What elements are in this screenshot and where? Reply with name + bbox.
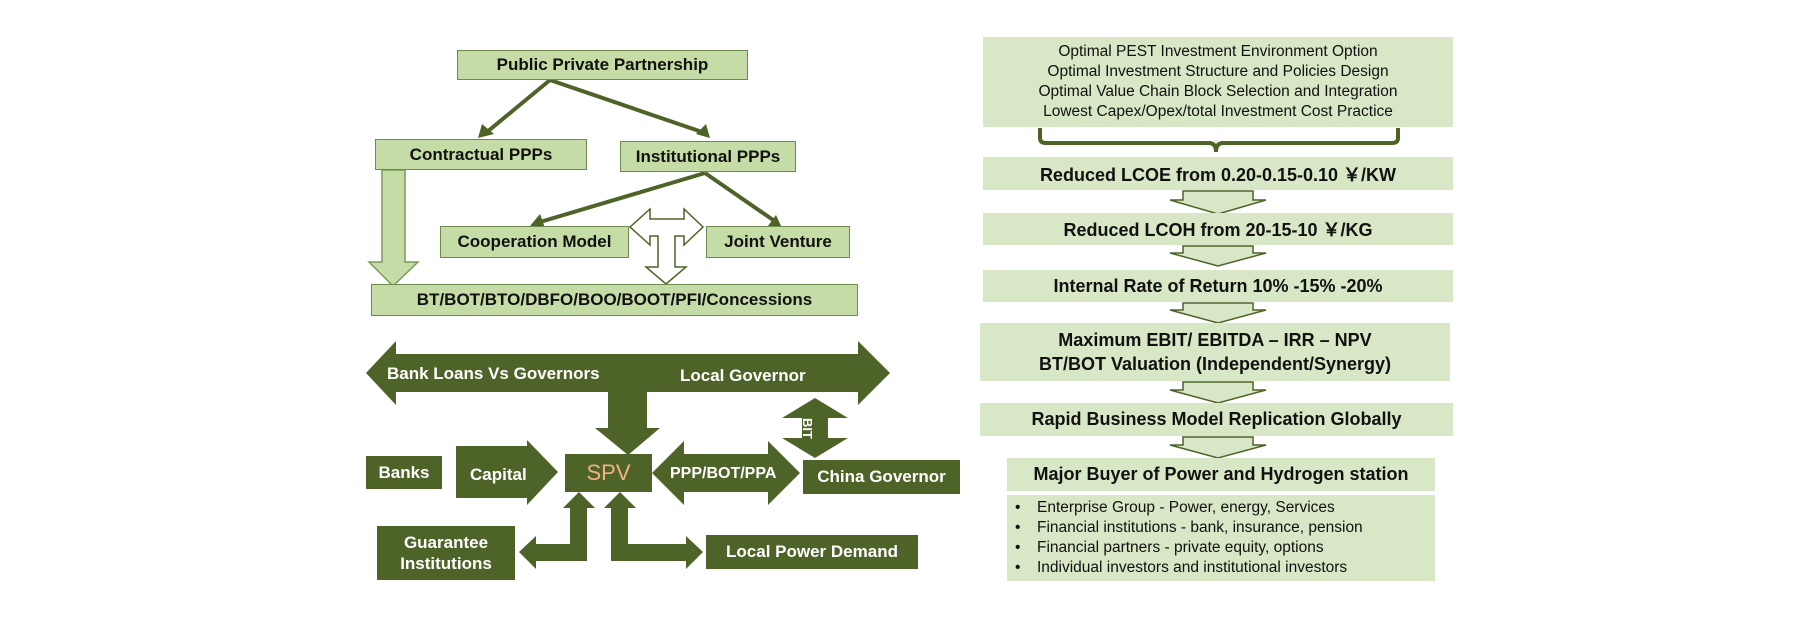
connector-ppp-contractual — [485, 78, 552, 134]
buyer-label: Major Buyer of Power and Hydrogen statio… — [1033, 464, 1409, 484]
list-item-text: Enterprise Group - Power, energy, Servic… — [1037, 499, 1335, 516]
capital-label: Capital — [470, 465, 527, 484]
lcoe-box: Reduced LCOE from 0.20-0.15-0.10 ￥/KW — [983, 157, 1453, 190]
optimal-line-3: Optimal Value Chain Block Selection and … — [1038, 83, 1398, 100]
list-item-text: Financial partners - private equity, opt… — [1037, 539, 1324, 556]
bullet: • — [1015, 559, 1021, 576]
banks-label: Banks — [378, 462, 430, 482]
rapid-box: Rapid Business Model Replication Globall… — [980, 403, 1453, 436]
ppp-bot-ppa-arrow — [652, 441, 800, 505]
down-arrow-4 — [1169, 381, 1267, 404]
arrowhead-jv — [768, 215, 782, 228]
lcoh-box: Reduced LCOH from 20-15-10 ￥/KG — [983, 213, 1453, 245]
bit-double-arrow — [782, 398, 848, 458]
cooperation-jv-arrow — [628, 207, 705, 285]
buyer-list: • Enterprise Group - Power, energy, Serv… — [1007, 495, 1435, 581]
ebit-line-2: BT/BOT Valuation (Independent/Synergy) — [1038, 354, 1392, 374]
irr-label: Internal Rate of Return 10% -15% -20% — [1053, 275, 1383, 296]
optimal-brace — [1038, 128, 1400, 153]
spv-label: SPV — [586, 460, 631, 485]
guarantee-arrow — [519, 492, 595, 569]
guarantee-label: Guarantee Institutions — [400, 533, 492, 573]
guarantee-box: Guarantee Institutions — [377, 526, 515, 580]
list-item: • Financial institutions - bank, insuran… — [1007, 518, 1435, 538]
irr-box: Internal Rate of Return 10% -15% -20% — [983, 270, 1453, 302]
down-arrow-5 — [1169, 436, 1267, 459]
ppp-bot-ppa-label: PPP/BOT/PPA — [670, 465, 777, 482]
governor-double-arrow — [366, 341, 890, 405]
list-item: • Financial partners - private equity, o… — [1007, 538, 1435, 558]
contractual-down-arrow — [367, 169, 420, 288]
connector-institutional-jv — [703, 171, 778, 224]
list-item-text: Financial institutions - bank, insurance… — [1037, 519, 1363, 536]
arrowhead-institutional — [696, 124, 710, 138]
optimal-line-1: Optimal PEST Investment Environment Opti… — [1058, 43, 1378, 60]
local-power-arrow — [604, 492, 703, 569]
capital-arrow — [456, 440, 558, 505]
spv-box: SPV — [565, 454, 652, 492]
ppp-label: Public Private Partnership — [496, 55, 709, 74]
local-governor-label: Local Governor — [680, 366, 806, 385]
institutional-label: Institutional PPPs — [635, 146, 781, 166]
cooperation-box: Cooperation Model — [440, 226, 629, 258]
ebit-line-1: Maximum EBIT/ EBITDA – IRR – NPV — [1058, 330, 1372, 350]
joint-venture-box: Joint Venture — [706, 226, 850, 258]
list-item-text: Individual investors and institutional i… — [1037, 559, 1348, 576]
local-power-box: Local Power Demand — [706, 535, 918, 569]
china-governor-box: China Governor — [803, 460, 960, 494]
joint-venture-label: Joint Venture — [724, 232, 832, 251]
optimal-line-2: Optimal Investment Structure and Policie… — [1047, 63, 1389, 80]
banks-box: Banks — [366, 456, 442, 489]
bullet: • — [1015, 499, 1021, 516]
cooperation-label: Cooperation Model — [457, 232, 612, 251]
institutional-box: Institutional PPPs — [620, 141, 796, 172]
down-arrow-2 — [1169, 245, 1267, 267]
ebit-box: Maximum EBIT/ EBITDA – IRR – NPV BT/BOT … — [980, 323, 1450, 381]
arrowhead-contractual — [478, 124, 494, 138]
buyer-box: Major Buyer of Power and Hydrogen statio… — [1007, 458, 1435, 491]
bullet: • — [1015, 519, 1021, 536]
bit-label: BIT — [800, 418, 815, 439]
local-power-label: Local Power Demand — [726, 542, 898, 561]
ppp-box: Public Private Partnership — [457, 50, 748, 80]
connector-ppp-institutional — [549, 78, 703, 134]
lcoh-label: Reduced LCOH from 20-15-10 ￥/KG — [1063, 220, 1373, 240]
down-arrow-1 — [1169, 190, 1267, 215]
models-box: BT/BOT/BTO/DBFO/BOO/BOOT/PFI/Concessions — [371, 284, 858, 316]
arrowhead-cooperation — [530, 214, 545, 228]
china-governor-label: China Governor — [817, 467, 946, 486]
bullet: • — [1015, 539, 1021, 556]
governor-to-spv-arrow — [595, 392, 660, 455]
list-item: • Individual investors and institutional… — [1007, 558, 1435, 578]
list-item: • Enterprise Group - Power, energy, Serv… — [1007, 498, 1435, 518]
contractual-box: Contractual PPPs — [375, 139, 587, 170]
contractual-label: Contractual PPPs — [409, 144, 553, 164]
models-label: BT/BOT/BTO/DBFO/BOO/BOOT/PFI/Concessions — [416, 290, 813, 309]
optimal-box: Optimal PEST Investment Environment Opti… — [983, 37, 1453, 127]
lcoe-label: Reduced LCOE from 0.20-0.15-0.10 ￥/KW — [1039, 164, 1397, 185]
connector-institutional-cooperation — [539, 171, 706, 224]
optimal-line-4: Lowest Capex/Opex/total Investment Cost … — [1043, 103, 1393, 120]
bank-loans-label: Bank Loans Vs Governors — [387, 364, 600, 383]
rapid-label: Rapid Business Model Replication Globall… — [1031, 409, 1402, 429]
down-arrow-3 — [1169, 302, 1267, 324]
